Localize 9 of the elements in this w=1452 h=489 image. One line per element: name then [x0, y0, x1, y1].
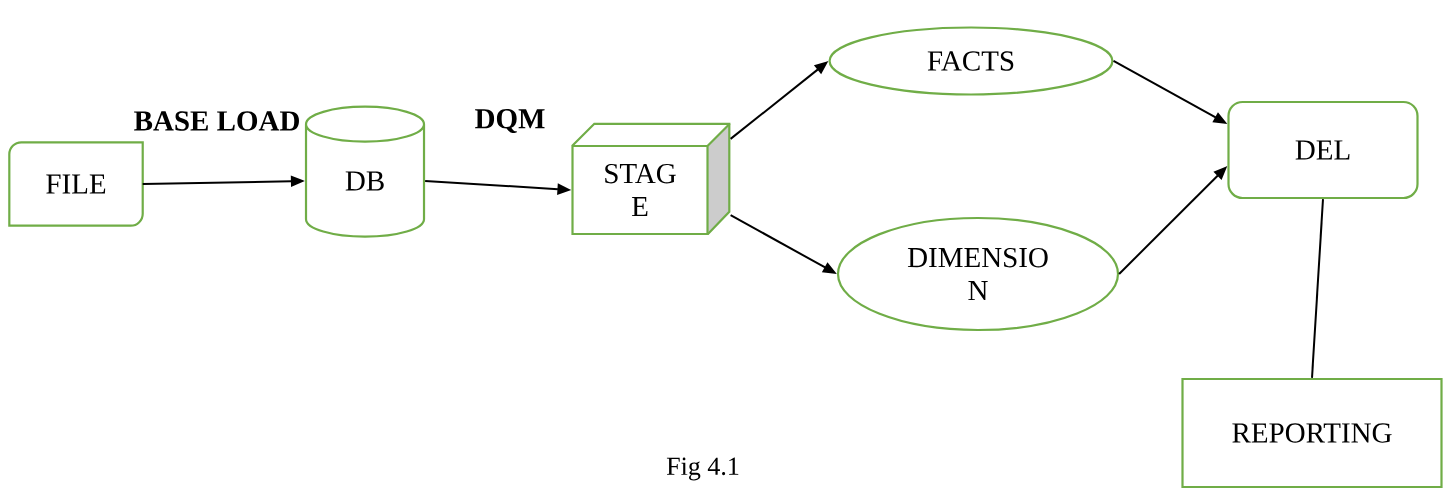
- cuboid-box: STAG E: [571, 122, 731, 236]
- edge-label: DQM: [473, 108, 547, 134]
- process-box: REPORTING: [1181, 377, 1443, 489]
- process-box: DEL: [1227, 100, 1419, 200]
- file-box: FILE: [8, 141, 144, 227]
- connector-line: [1311, 198, 1324, 379]
- caption: Fig 4.1: [666, 457, 739, 481]
- edge-label: BASE LOAD: [132, 110, 302, 132]
- database-cylinder: DB: [304, 105, 426, 238]
